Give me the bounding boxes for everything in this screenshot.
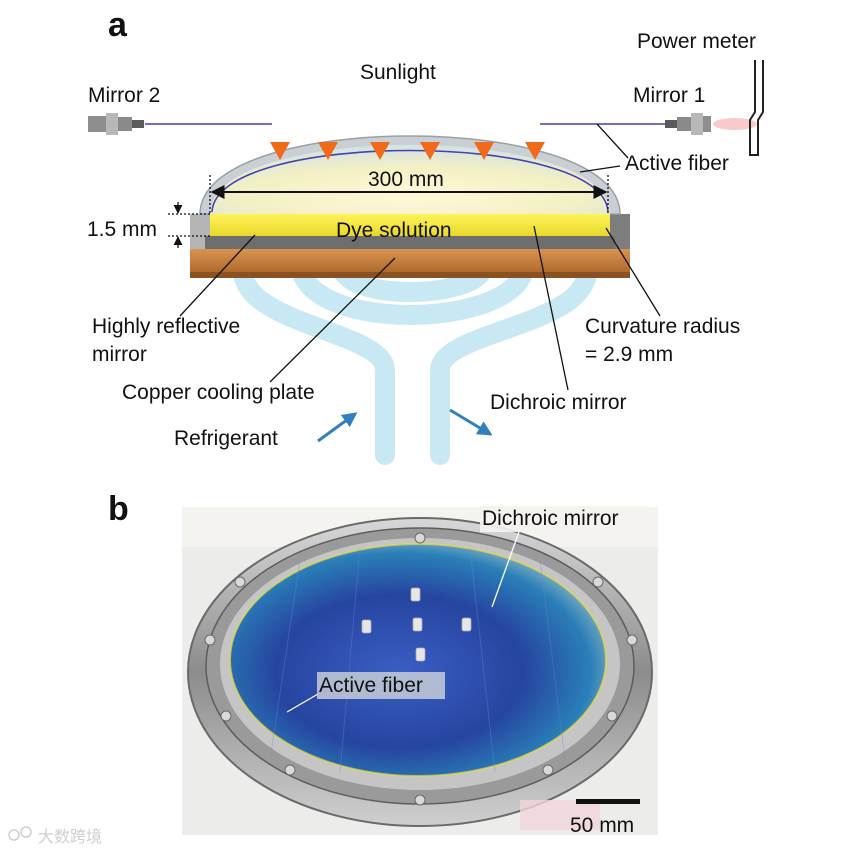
mirror-1-label: Mirror 1 (633, 84, 705, 107)
power-meter (749, 60, 764, 156)
dye-solution-layer (210, 214, 610, 236)
active-fiber-label: Active fiber (625, 152, 729, 175)
diameter-dimension (209, 175, 609, 214)
scale-bar-label: 50 mm (570, 814, 634, 837)
photo (182, 507, 658, 835)
highly-reflective-label-2: mirror (92, 343, 147, 366)
thickness-label: 1.5 mm (87, 218, 157, 241)
copper-plate-label: Copper cooling plate (122, 381, 315, 404)
refrigerant-flow-arrows (317, 408, 493, 443)
thickness-dimension (168, 202, 210, 248)
dye-solution-label: Dye solution (336, 219, 452, 242)
panel-a-letter: a (108, 6, 128, 44)
mirror-2-label: Mirror 2 (88, 84, 160, 107)
dichroic-mirror-label-a: Dichroic mirror (490, 391, 627, 414)
mirror-base (190, 214, 630, 249)
watermark: 大数跨境 (8, 826, 102, 846)
curvature-label-2: = 2.9 mm (585, 343, 673, 366)
dichroic-mirror-label-b: Dichroic mirror (482, 507, 619, 530)
panel-b-letter: b (108, 490, 129, 528)
active-fiber-loop (211, 149, 609, 213)
laser-glow (713, 118, 757, 130)
highly-reflective-label-1: Highly reflective (92, 315, 240, 338)
scale-bar (576, 799, 640, 804)
watermark-text: 大数跨境 (38, 827, 102, 846)
power-meter-label: Power meter (637, 30, 756, 53)
sunlight-label: Sunlight (360, 61, 436, 84)
copper-cooling-plate (190, 249, 630, 278)
active-fiber-label-bg (317, 672, 445, 699)
photo-leader-lines (286, 528, 521, 713)
sunlight-arrowheads (270, 142, 545, 160)
dichroic-label-bg (480, 506, 648, 532)
active-fiber-label-b: Active fiber (319, 674, 423, 697)
leader-lines (179, 123, 661, 391)
refrigerant-tubing (232, 240, 598, 465)
diameter-label: 300 mm (368, 168, 444, 191)
sunlight-arrows (277, 30, 538, 148)
mirror-2-connector (88, 113, 144, 135)
mirror-1-connector (665, 113, 757, 135)
refrigerant-label: Refrigerant (174, 427, 278, 450)
curvature-label-1: Curvature radius (585, 315, 740, 338)
